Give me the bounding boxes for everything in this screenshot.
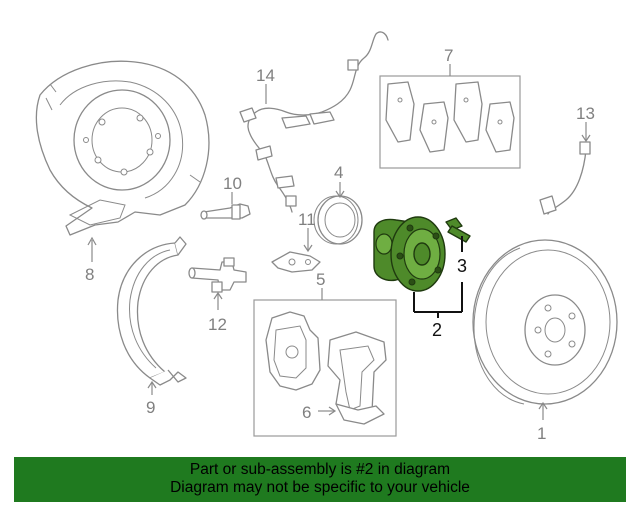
brake-hose-part bbox=[539, 141, 591, 215]
callout-6: 6 bbox=[302, 403, 311, 422]
callout-4: 4 bbox=[334, 163, 343, 182]
callout-11: 11 bbox=[298, 210, 316, 229]
seal-part bbox=[313, 195, 363, 245]
sensor-bracket-part bbox=[271, 251, 321, 273]
brake-rotor-part bbox=[472, 239, 618, 405]
dust-shield-part bbox=[35, 60, 210, 236]
callout-2: 2 bbox=[432, 320, 442, 340]
parts-diagram: 8 9 10 12 14 bbox=[35, 31, 618, 443]
callout-2-bracket bbox=[413, 282, 463, 318]
callout-8: 8 bbox=[85, 265, 94, 284]
banner-line-2: Diagram may not be specific to your vehi… bbox=[170, 479, 470, 496]
caliper-part bbox=[265, 311, 387, 425]
callout-9: 9 bbox=[146, 398, 155, 417]
callout-7: 7 bbox=[444, 46, 453, 65]
connector-part bbox=[200, 203, 251, 220]
hub-bolt-part bbox=[445, 217, 471, 243]
info-banner: Part or sub-assembly is #2 in diagram Di… bbox=[14, 457, 626, 502]
callout-3: 3 bbox=[457, 256, 467, 276]
parking-brake-shoe-part bbox=[116, 236, 187, 386]
callout-13: 13 bbox=[576, 104, 595, 123]
pin-assembly-part bbox=[188, 257, 247, 293]
abs-harness-part bbox=[239, 31, 389, 213]
callout-10: 10 bbox=[223, 174, 242, 193]
callout-5: 5 bbox=[316, 270, 325, 289]
caliper-box bbox=[253, 299, 397, 437]
callout-12: 12 bbox=[208, 315, 227, 334]
callout-1: 1 bbox=[537, 424, 546, 443]
brake-pads-part bbox=[385, 81, 515, 153]
banner-line-1: Part or sub-assembly is #2 in diagram bbox=[189, 461, 451, 478]
callout-14: 14 bbox=[256, 66, 275, 85]
hub-bearing-part bbox=[373, 216, 446, 292]
